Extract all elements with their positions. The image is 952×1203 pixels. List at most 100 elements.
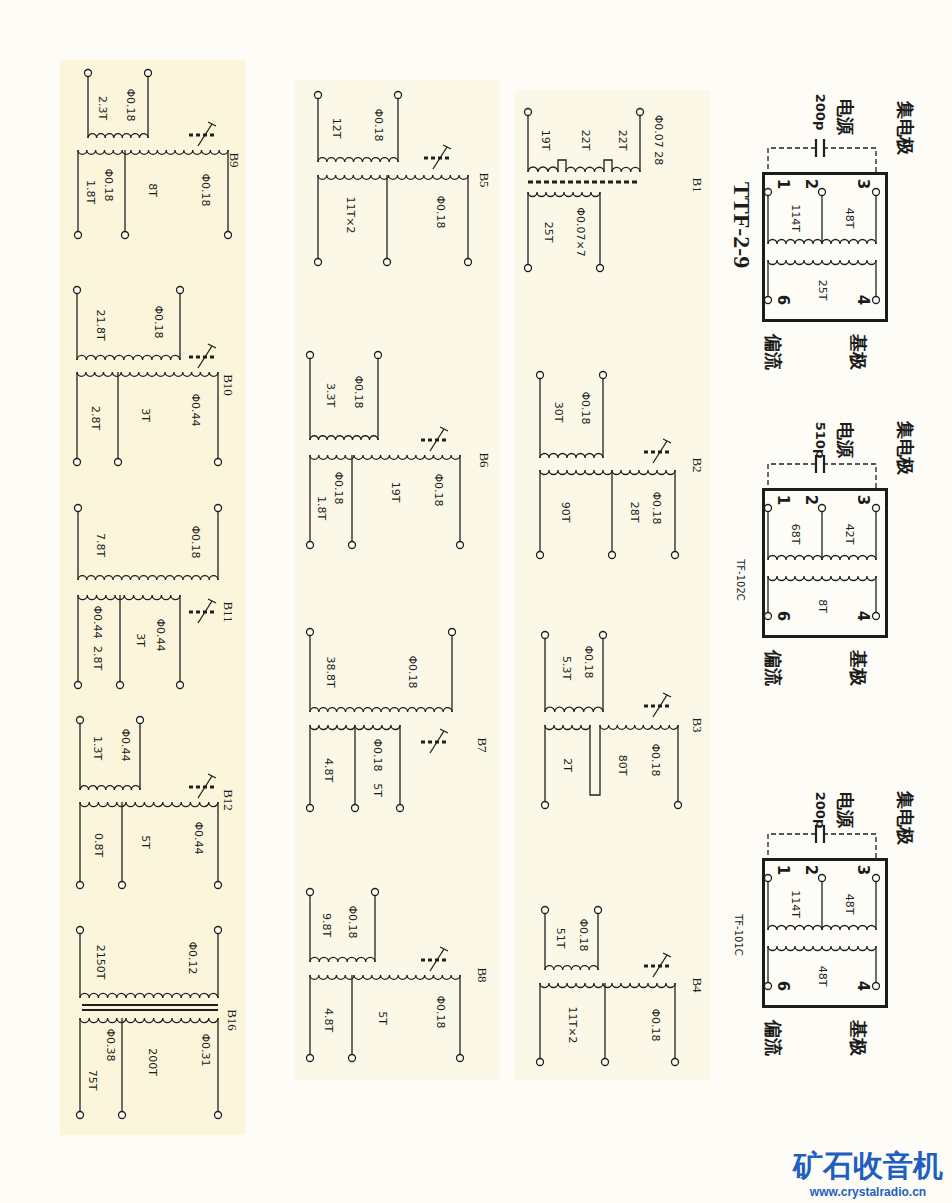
terminal bbox=[349, 542, 356, 549]
lead-wire bbox=[351, 975, 352, 1055]
paper-tint bbox=[60, 60, 245, 1135]
winding-spec: Φ0.07×7 bbox=[575, 207, 586, 256]
tuning-arrow bbox=[653, 955, 667, 977]
winding-spec: 200T bbox=[147, 1048, 158, 1076]
terminal bbox=[765, 297, 772, 304]
winding-spec: Φ0.18 bbox=[372, 738, 383, 771]
winding-spec: 22T bbox=[580, 130, 591, 151]
terminal bbox=[765, 983, 772, 990]
terminal bbox=[352, 805, 359, 812]
terminal bbox=[137, 717, 144, 724]
coil bbox=[78, 576, 218, 580]
transformer-box: 32148T114T4625T bbox=[762, 172, 888, 322]
terminal bbox=[765, 875, 772, 882]
coil bbox=[540, 470, 675, 475]
terminal bbox=[119, 1112, 126, 1119]
paper-tint bbox=[60, 60, 710, 1135]
winding-spec: 75T bbox=[87, 1070, 98, 1091]
dashed-wire bbox=[824, 464, 876, 488]
pin-number: 6 bbox=[775, 295, 790, 305]
pin-number: 1 bbox=[775, 865, 790, 875]
tuning-arrow bbox=[430, 731, 444, 753]
lead-wire bbox=[309, 975, 310, 1055]
part-label: B7 bbox=[476, 737, 489, 752]
terminal-name: 基极 bbox=[849, 334, 867, 370]
lead-wire bbox=[354, 725, 355, 805]
winding-spec: Φ0.44 bbox=[92, 605, 103, 638]
winding-spec: Φ0.18 bbox=[650, 1008, 661, 1041]
coil bbox=[77, 355, 180, 360]
turn-count: 8T bbox=[817, 599, 828, 613]
lead-wire bbox=[317, 99, 318, 163]
lead-wire bbox=[79, 724, 80, 791]
coil bbox=[78, 595, 180, 600]
lead-wire bbox=[217, 372, 218, 459]
tuning-arrow bbox=[653, 441, 667, 463]
part-label: B10 bbox=[222, 374, 235, 396]
terminal bbox=[542, 632, 549, 639]
terminal bbox=[372, 889, 379, 896]
lead-wire bbox=[674, 470, 675, 552]
winding-spec: Φ0.18 bbox=[651, 491, 662, 524]
lead-wire bbox=[386, 175, 387, 259]
core-slug bbox=[189, 356, 215, 359]
tuning-arrow bbox=[208, 599, 216, 603]
lead-wire bbox=[309, 455, 310, 542]
lead-wire bbox=[875, 260, 876, 297]
coil bbox=[545, 966, 598, 970]
terminal bbox=[77, 927, 84, 934]
lead-wire bbox=[139, 724, 140, 791]
winding-spec: Φ0.44 bbox=[193, 821, 204, 854]
lead-wire bbox=[767, 512, 768, 561]
coil bbox=[768, 946, 876, 951]
winding-spec: Φ0.18 bbox=[190, 525, 201, 558]
coil bbox=[768, 576, 876, 581]
lead-wire bbox=[677, 725, 678, 802]
winding-spec: 2.8T bbox=[92, 646, 103, 670]
winding-spec: 38.8T bbox=[325, 656, 336, 687]
lead-wire bbox=[544, 639, 545, 713]
winding-spec: 2T bbox=[562, 758, 573, 772]
winding-spec: Φ0.18 bbox=[200, 173, 211, 206]
core-slug bbox=[189, 611, 215, 614]
winding-spec: 28T bbox=[629, 502, 640, 523]
part-label: B4 bbox=[691, 977, 704, 992]
terminal bbox=[122, 232, 129, 239]
watermark: 矿石收音机 bbox=[793, 1151, 943, 1181]
core-slug bbox=[424, 157, 450, 160]
part-label: B16 bbox=[226, 1009, 239, 1031]
winding-spec: Φ0.18 bbox=[407, 655, 418, 688]
coil bbox=[80, 993, 218, 998]
pin-number: 2 bbox=[803, 865, 818, 875]
lead-wire bbox=[544, 725, 545, 802]
coil bbox=[88, 134, 148, 138]
lead-wire bbox=[602, 379, 603, 459]
lead-wire bbox=[309, 636, 310, 713]
lead-wire bbox=[467, 175, 468, 259]
core-slug bbox=[189, 786, 215, 789]
turn-count: 48T bbox=[817, 966, 828, 987]
winding-spec: Φ0.18 bbox=[650, 743, 661, 776]
lead-wire bbox=[875, 196, 876, 245]
tuning-arrow bbox=[443, 145, 451, 149]
paper-tint bbox=[515, 90, 710, 1080]
winding-spec: Φ0.18 bbox=[580, 391, 591, 424]
lead-wire bbox=[217, 512, 218, 581]
winding-spec: 2150T bbox=[95, 945, 106, 980]
lead-wire bbox=[77, 150, 78, 232]
terminal bbox=[672, 1059, 679, 1066]
terminal bbox=[74, 459, 81, 466]
winding-spec: 21.8T bbox=[95, 309, 106, 340]
terminal-name: 集电极 bbox=[896, 101, 914, 155]
core-slug bbox=[644, 965, 670, 968]
turn-count: 114T bbox=[790, 890, 801, 918]
winding-spec: 3T bbox=[140, 408, 151, 422]
section-link bbox=[558, 160, 566, 172]
winding-spec: 7.8T bbox=[95, 533, 106, 557]
capacitor-value: 200p bbox=[814, 94, 827, 130]
coil bbox=[80, 802, 218, 807]
lead-wire bbox=[77, 595, 78, 682]
winding-spec: 3.3T bbox=[325, 383, 336, 407]
terminal bbox=[117, 682, 124, 689]
lead-wire bbox=[147, 77, 148, 139]
